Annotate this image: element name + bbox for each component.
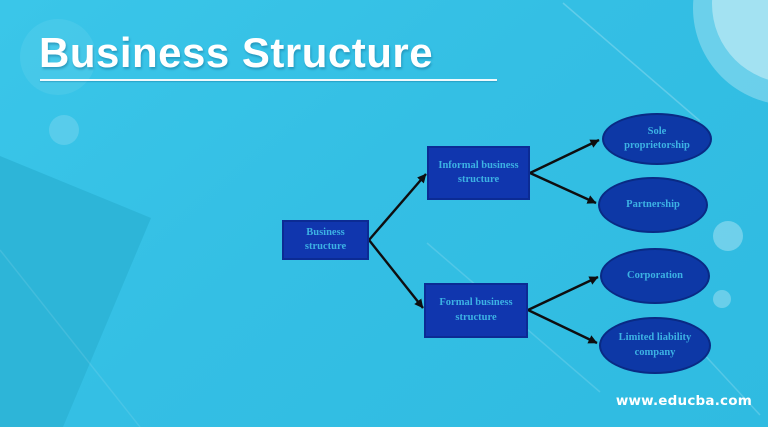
node-label: Business structure [304, 226, 347, 252]
edge-informal-to-sole [529, 138, 600, 175]
soft-circle-left-small [49, 115, 79, 145]
edge-formal-to-llc [527, 308, 598, 345]
edge-formal-to-corporation [527, 275, 599, 312]
soft-circle-right-small [713, 290, 731, 308]
faint-diagonal-line-bottom-left [0, 249, 141, 427]
page-title: Business Structure [39, 29, 434, 76]
soft-circle-top-left-large [20, 19, 96, 95]
edge-informal-to-partnership [529, 171, 597, 205]
node-label: Sole proprietorship [624, 125, 690, 151]
node-partnership: Partnership [598, 177, 708, 233]
node-corporation: Corporation [600, 248, 710, 304]
faint-diagonal-line-top [562, 2, 701, 122]
node-label: Partnership [626, 198, 680, 210]
corner-circle-inner [712, 0, 768, 80]
node-label: Limited liability company [618, 332, 692, 358]
website-url: www.educba.com [615, 393, 752, 409]
rotated-square-shape [0, 156, 151, 427]
node-limited-liability-company: Limited liability company [599, 317, 711, 374]
node-label: Formal business structure [439, 297, 513, 323]
soft-circle-right-large [713, 221, 743, 251]
node-sole-proprietorship: Sole proprietorship [602, 113, 712, 165]
edge-root-to-informal [368, 173, 427, 241]
node-label: Informal business structure [438, 159, 519, 185]
node-informal-business-structure: Informal business structure [427, 146, 530, 200]
node-formal-business-structure: Formal business structure [424, 283, 528, 338]
edge-root-to-formal [368, 239, 424, 309]
faint-diagonal-line-bottom-right [699, 349, 761, 416]
node-business-structure: Business structure [282, 220, 369, 260]
node-label: Corporation [627, 269, 683, 281]
corner-circle-outer [693, 0, 768, 103]
title-underline [40, 79, 497, 81]
